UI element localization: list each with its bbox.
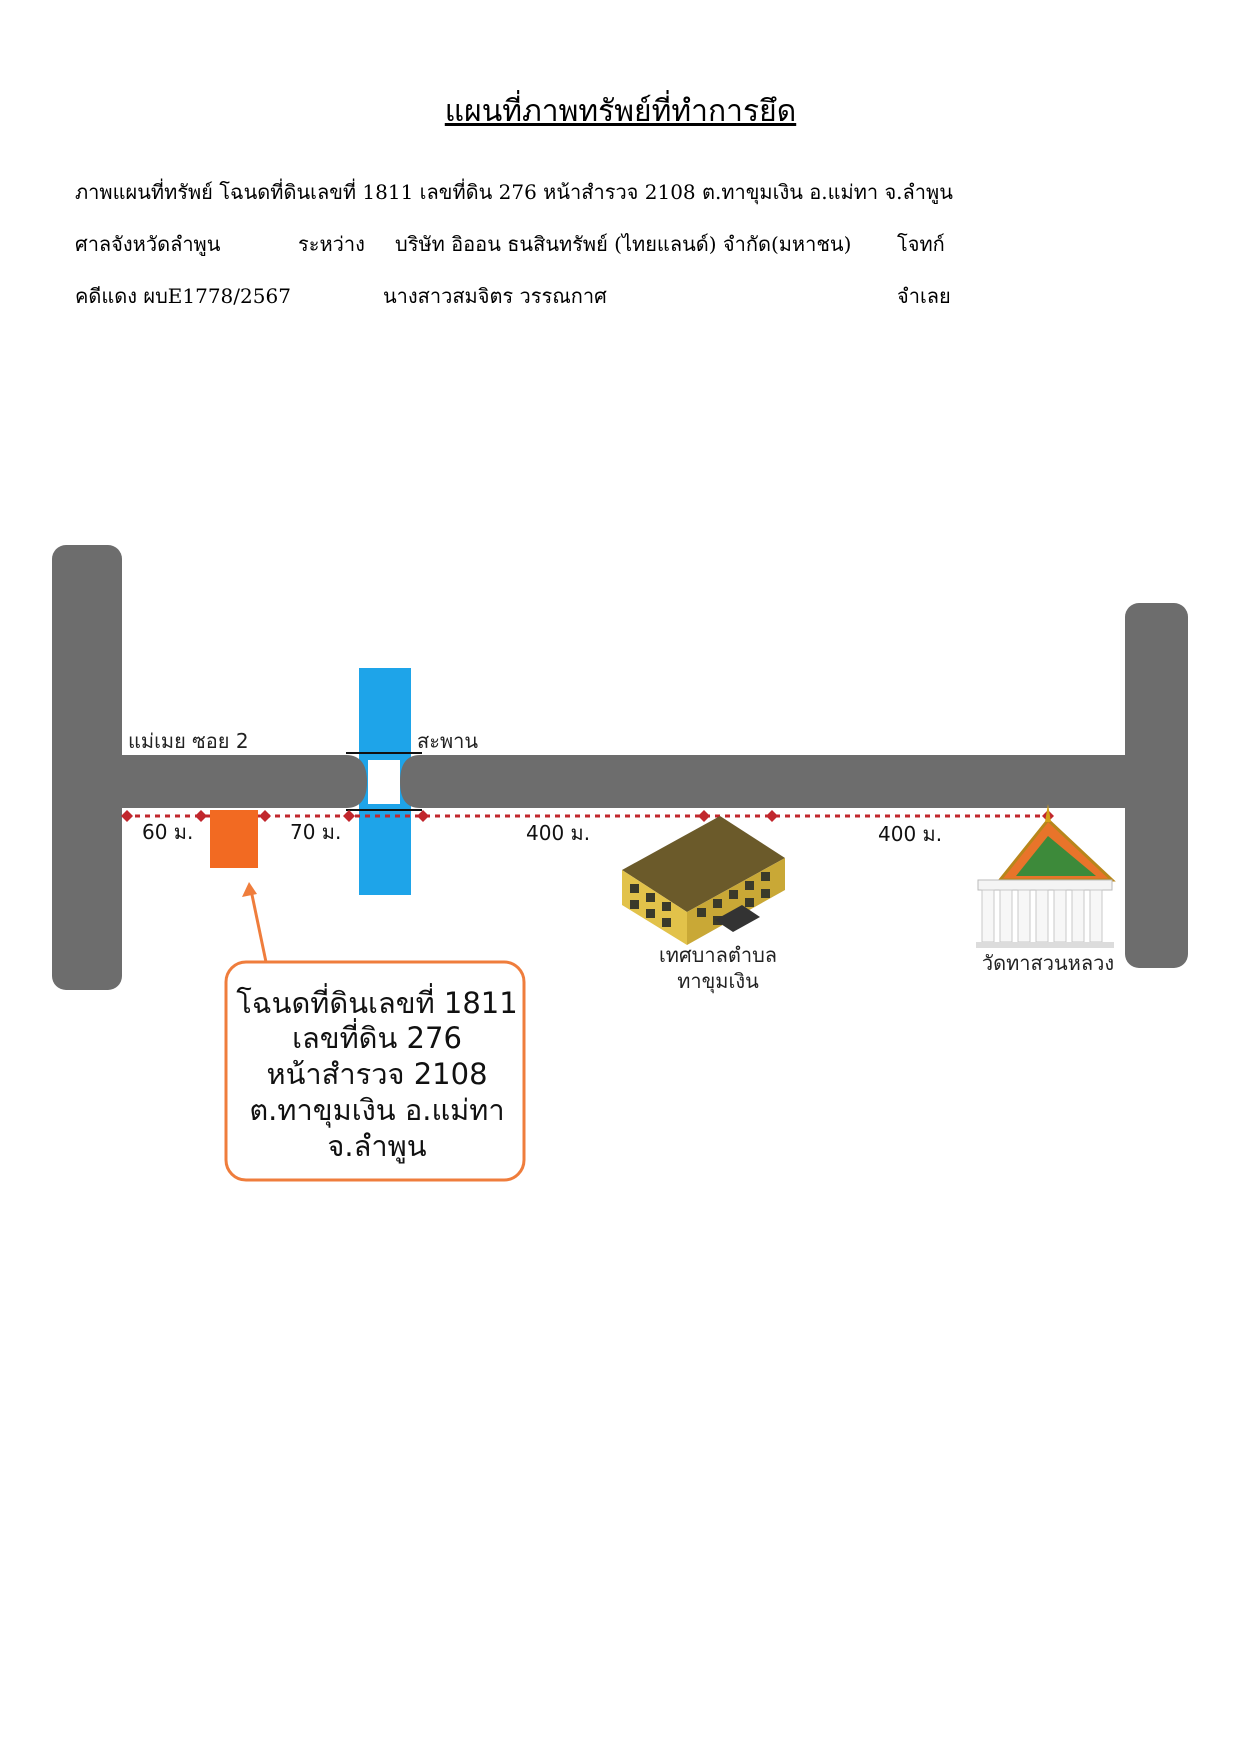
court-name: ศาลจังหวัดลำพูน xyxy=(75,232,221,256)
left-vertical-road xyxy=(52,545,122,990)
parties-row-plaintiff: ศาลจังหวัดลำพูน ระหว่าง บริษัท อิออน ธนส… xyxy=(75,228,1175,258)
distance-label-70m: 70 ม. xyxy=(290,820,341,844)
distance-marker xyxy=(259,810,271,822)
municipality-label-line1: เทศบาลตำบล xyxy=(659,943,777,967)
callout-arrow-head xyxy=(242,882,257,897)
right-vertical-road xyxy=(1125,603,1188,968)
land-plot xyxy=(210,810,258,868)
callout-line: โฉนดที่ดินเลขที่ 1811 xyxy=(236,983,517,1020)
defendant-role: จำเลย xyxy=(897,284,951,308)
distance-markers xyxy=(121,810,1054,822)
callout-arrow-line xyxy=(249,889,268,963)
municipality-label-line2: ทาขุมเงิน xyxy=(677,969,759,994)
distance-marker xyxy=(343,810,355,822)
main-road-east xyxy=(400,755,1135,808)
bridge-label: สะพาน xyxy=(417,729,478,753)
property-description: ภาพแผนที่ทรัพย์ โฉนดที่ดินเลขที่ 1811 เล… xyxy=(75,180,953,204)
callout-line: ต.ทาขุมเงิน อ.แม่ทา xyxy=(249,1093,504,1128)
plaintiff-name: บริษัท อิออน ธนสินทรัพย์ (ไทยแลนด์) จำกั… xyxy=(395,232,852,256)
distance-marker xyxy=(417,810,429,822)
plaintiff-role: โจทก์ xyxy=(897,232,945,256)
distance-label-400m-b: 400 ม. xyxy=(878,822,942,846)
parties-row-defendant: คดีแดง ผบE1778/2567 นางสาวสมจิตร วรรณกาศ… xyxy=(75,280,1175,310)
main-road-west xyxy=(115,755,367,808)
between-label: ระหว่าง xyxy=(298,232,365,256)
callout-text: โฉนดที่ดินเลขที่ 1811 เลขที่ดิน 276 หน้า… xyxy=(236,983,517,1164)
distance-label-60m: 60 ม. xyxy=(142,820,193,844)
distance-marker xyxy=(698,810,710,822)
distance-marker xyxy=(121,810,133,822)
distance-label-400m-a: 400 ม. xyxy=(526,821,590,845)
municipality-building-icon xyxy=(622,816,785,945)
callout-line: จ.ลำพูน xyxy=(327,1129,426,1164)
distance-marker xyxy=(766,810,778,822)
callout-line: เลขที่ดิน 276 xyxy=(292,1018,462,1055)
page-title: แผนที่ภาพทรัพย์ที่ทำการยึด xyxy=(444,94,797,129)
case-number: คดีแดง ผบE1778/2567 xyxy=(75,284,291,308)
callout-box xyxy=(224,960,526,1182)
temple-label: วัดทาสวนหลวง xyxy=(982,951,1114,975)
callout-line: หน้าสำรวจ 2108 xyxy=(266,1057,487,1091)
defendant-name: นางสาวสมจิตร วรรณกาศ xyxy=(383,284,607,308)
bridge xyxy=(368,760,400,804)
road-label: แม่เมย ซอย 2 xyxy=(128,729,249,753)
temple-icon xyxy=(976,804,1116,948)
distance-marker xyxy=(195,810,207,822)
